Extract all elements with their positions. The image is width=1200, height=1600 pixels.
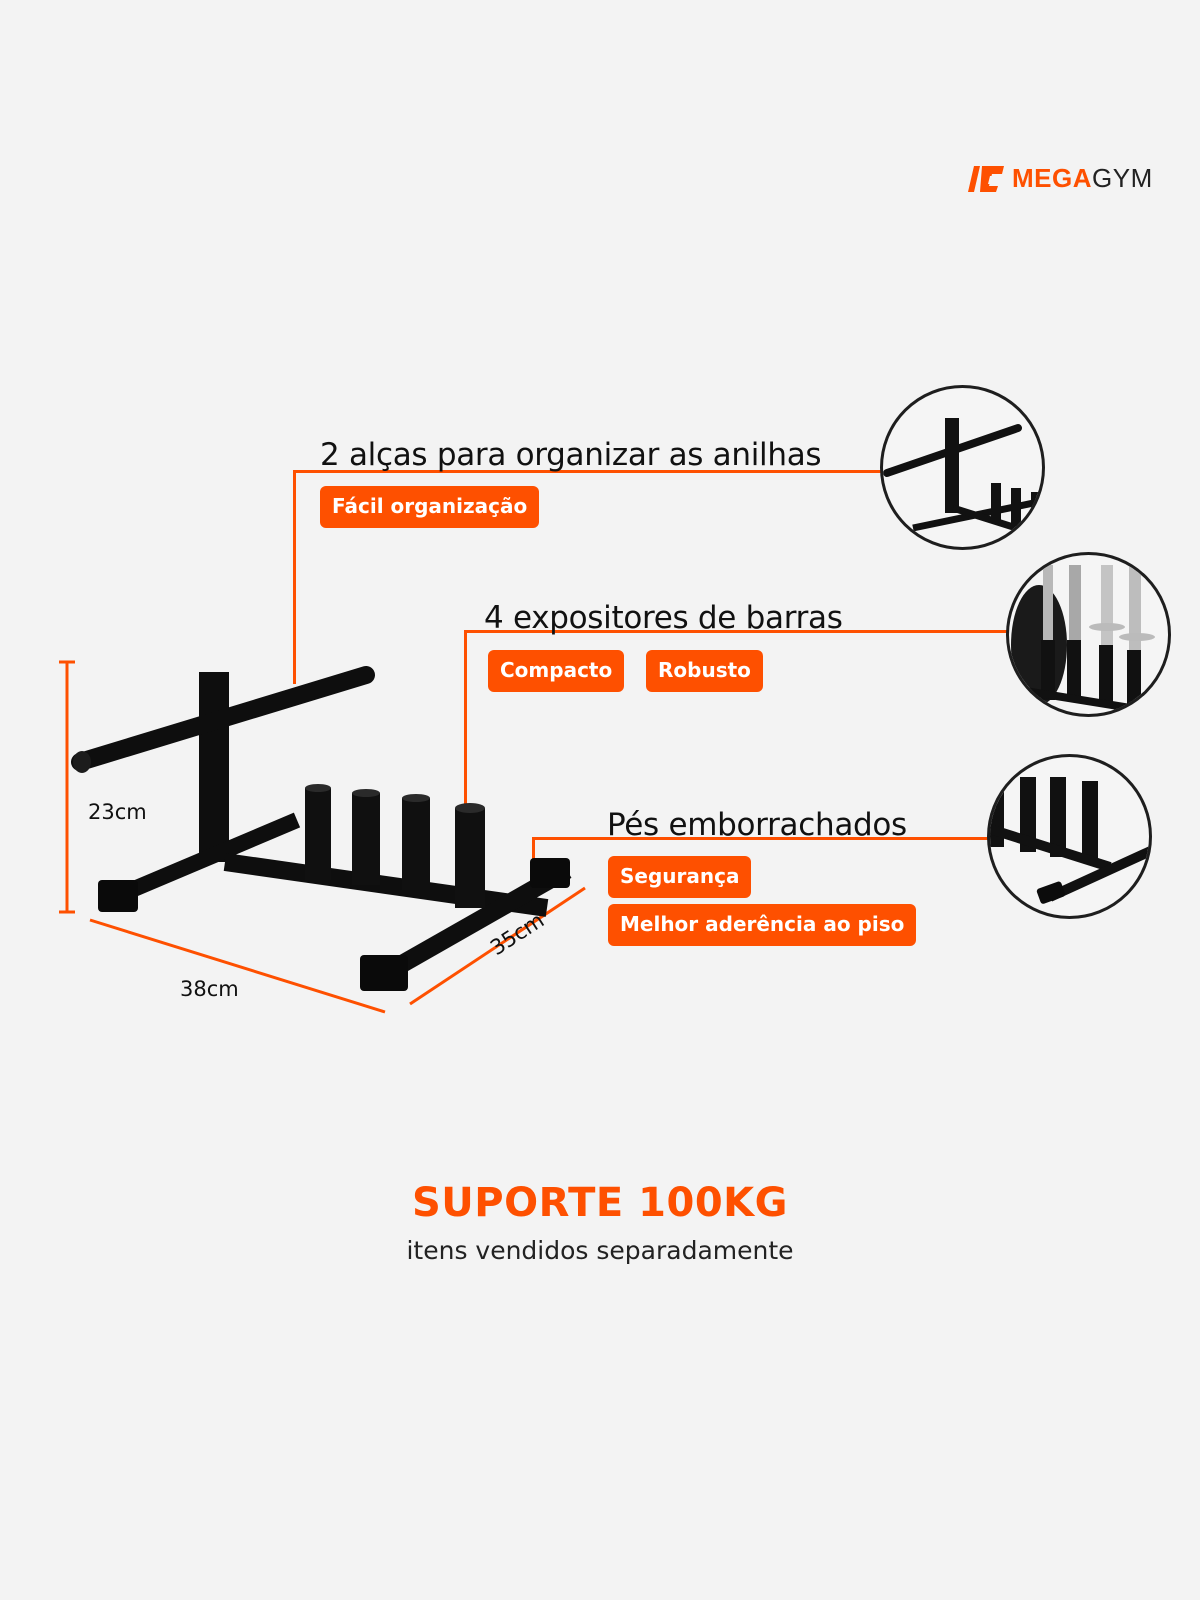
brand-name-bold: MEGA — [1012, 163, 1092, 193]
connector-line-2-vertical — [464, 630, 467, 808]
brand-logo: MEGAGYM — [968, 163, 1153, 194]
detail-circle-handles — [880, 385, 1045, 550]
megagym-logo-icon — [968, 165, 1004, 192]
connector-line-1-vertical — [293, 470, 296, 684]
dimension-height-label: 23cm — [88, 800, 147, 824]
tag-robust: Robusto — [646, 650, 763, 692]
feature-title-rubber-feet: Pés emborrachados — [607, 807, 907, 843]
connector-line-1-horizontal — [293, 470, 883, 473]
connector-line-3-vertical — [532, 837, 535, 863]
dimension-width-label: 38cm — [180, 977, 239, 1001]
feature-title-bar-holders: 4 expositores de barras — [484, 600, 843, 636]
tag-safety: Segurança — [608, 856, 752, 898]
product-weight-rack-image — [59, 660, 586, 1014]
handle-closeup-image — [883, 418, 1042, 540]
feature-title-handles: 2 alças para organizar as anilhas — [320, 437, 822, 473]
brand-name: MEGAGYM — [1012, 163, 1153, 194]
tag-better-grip: Melhor aderência ao piso — [608, 904, 917, 946]
brand-name-regular: GYM — [1092, 163, 1153, 193]
tag-easy-organization: Fácil organização — [320, 486, 540, 528]
sold-separately-note: itens vendidos separadamente — [406, 1236, 794, 1265]
tag-compact: Compacto — [488, 650, 625, 692]
detail-circle-bar-holders — [1006, 552, 1171, 717]
connector-line-3-horizontal — [532, 837, 990, 840]
bar-holders-closeup-image — [1011, 565, 1168, 714]
rubber-feet-closeup-image — [990, 777, 1149, 904]
detail-circle-rubber-feet — [987, 754, 1152, 919]
connector-line-2-horizontal — [464, 630, 1012, 633]
capacity-title: SUPORTE 100KG — [412, 1180, 788, 1226]
